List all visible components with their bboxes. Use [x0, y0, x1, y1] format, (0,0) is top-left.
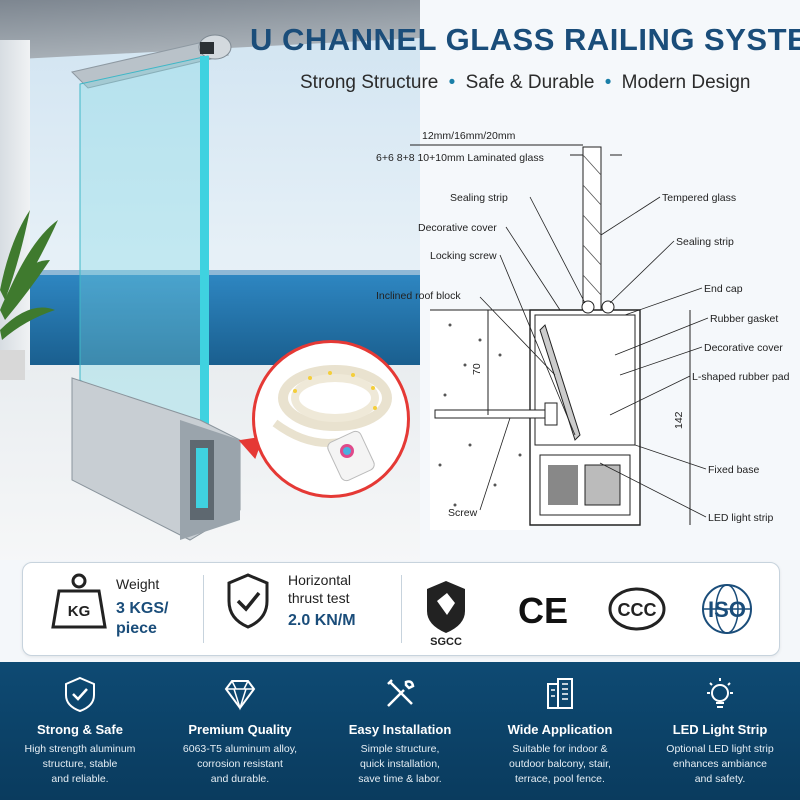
feature-desc-line: High strength aluminum [24, 743, 136, 755]
feature-desc: Suitable for indoor & outdoor balcony, s… [480, 742, 640, 787]
feature-wide-application: Wide Application Suitable for indoor & o… [480, 662, 640, 800]
label-fixed-base: Fixed base [708, 464, 760, 476]
label-screw: Screw [448, 507, 478, 519]
label-led-light-strip: LED light strip [708, 512, 774, 524]
ce-mark-icon: CE [513, 571, 573, 647]
label-laminated-glass: 6+6 8+8 10+10mm Laminated glass [376, 152, 544, 164]
weight-spec: Weight 3 KGS/ piece [116, 571, 216, 647]
label-decorative-cover-right: Decorative cover [704, 342, 783, 354]
subtitle-separator: • [448, 72, 456, 93]
features-band: Strong & Safe High strength aluminum str… [0, 662, 800, 800]
iso-text: ISO [708, 597, 746, 622]
subtitle-safe-durable: Safe & Durable [465, 72, 595, 93]
glass-railing-render [71, 34, 241, 541]
dimension-70: 70 [471, 363, 483, 375]
feature-desc: 6063-T5 aluminum alloy, corrosion resist… [160, 742, 320, 787]
weight-icon-kg: KG [68, 603, 91, 620]
page-title: U CHANNEL GLASS RAILING SYSTEM [250, 22, 800, 57]
divider [401, 575, 402, 643]
label-decorative-cover-left: Decorative cover [418, 222, 497, 234]
feature-desc-line: save time & labor. [358, 773, 442, 785]
feature-desc: Simple structure, quick installation, sa… [320, 742, 480, 787]
weight-icon: KG [51, 571, 111, 647]
ce-text: CE [518, 590, 568, 631]
feature-title: Easy Installation [348, 722, 452, 737]
label-end-cap: End cap [704, 283, 743, 295]
shield-check-icon [65, 676, 95, 712]
feature-desc-line: corrosion resistant [197, 758, 283, 770]
feature-desc-line: and durable. [210, 773, 270, 785]
palm-plant [0, 210, 58, 380]
feature-led-light-strip: LED Light Strip Optional LED light strip… [640, 662, 800, 800]
spec-bar: KG Weight 3 KGS/ piece Horizontal thrust… [22, 562, 780, 656]
ccc-text: CCC [618, 600, 657, 620]
label-locking-screw: Locking screw [430, 250, 497, 262]
feature-desc-line: Optional LED light strip [666, 743, 774, 755]
subtitle-modern-design: Modern Design [621, 72, 751, 93]
led-strip-image [272, 365, 392, 482]
label-sealing-strip-right: Sealing strip [676, 236, 734, 248]
dimension-142: 142 [673, 411, 685, 429]
feature-desc-line: Simple structure, [360, 743, 440, 755]
feature-strong-safe: Strong & Safe High strength aluminum str… [0, 662, 160, 800]
feature-easy-installation: Easy Installation Simple structure, quic… [320, 662, 480, 800]
shield-check-icon [223, 571, 279, 647]
label-l-rubber-pad: L-shaped rubber pad [692, 371, 790, 383]
horizon [0, 270, 420, 278]
railing-photo [0, 0, 420, 560]
light-bulb-icon [707, 678, 733, 708]
feature-desc-line: quick installation, [360, 758, 440, 770]
feature-desc-line: terrace, pool fence. [515, 773, 605, 785]
weight-label: Weight [116, 576, 160, 592]
page-subtitle: Strong Structure • Safe & Durable • Mode… [300, 72, 780, 94]
feature-title: LED Light Strip [672, 722, 768, 737]
led-strip-callout [252, 340, 410, 498]
sgcc-icon: SGCC [421, 571, 471, 648]
weight-value-line2: piece [116, 620, 157, 637]
feature-premium-quality: Premium Quality 6063-T5 aluminum alloy, … [160, 662, 320, 800]
subtitle-separator: • [604, 72, 612, 93]
thrust-label-line1: Horizontal [288, 572, 352, 588]
iso-mark-icon: ISO [695, 571, 759, 647]
label-inclined-roof-block: Inclined roof block [376, 290, 461, 302]
label-sealing-strip-left: Sealing strip [450, 192, 508, 204]
thrust-value: 2.0 KN/M [288, 612, 356, 629]
label-rubber-gasket: Rubber gasket [710, 313, 778, 325]
label-glass-thickness: 12mm/16mm/20mm [422, 130, 516, 142]
feature-title: Premium Quality [188, 722, 292, 737]
label-tempered-glass: Tempered glass [662, 192, 736, 204]
weight-value-line1: 3 KGS/ [116, 600, 169, 617]
feature-desc-line: and safety. [694, 773, 746, 785]
feature-desc-line: and reliable. [51, 773, 109, 785]
feature-desc-line: structure, stable [42, 758, 118, 770]
thrust-label-line2: thrust test [288, 590, 350, 606]
feature-desc: Optional LED light strip enhances ambian… [640, 742, 800, 787]
divider [203, 575, 204, 643]
thrust-spec: Horizontal thrust test 2.0 KN/M [288, 571, 418, 647]
feature-desc-line: outdoor balcony, stair, [509, 758, 611, 770]
feature-desc-line: Suitable for indoor & [512, 743, 608, 755]
feature-title: Strong & Safe [37, 722, 123, 737]
tools-icon [387, 679, 415, 707]
feature-desc: High strength aluminum structure, stable… [0, 742, 160, 787]
diamond-icon [224, 680, 256, 711]
feature-desc-line: enhances ambiance [673, 758, 767, 770]
ccc-mark-icon: CCC [607, 571, 667, 647]
building-icon [547, 678, 573, 709]
feature-desc-line: 6063-T5 aluminum alloy, [182, 743, 298, 755]
cross-section-diagram: 70 142 12mm/16mm/20mm 6+6 8+8 10+10mm La… [376, 130, 790, 530]
subtitle-strong-structure: Strong Structure [300, 72, 439, 93]
sgcc-text: SGCC [430, 636, 462, 647]
feature-title: Wide Application [507, 722, 613, 737]
